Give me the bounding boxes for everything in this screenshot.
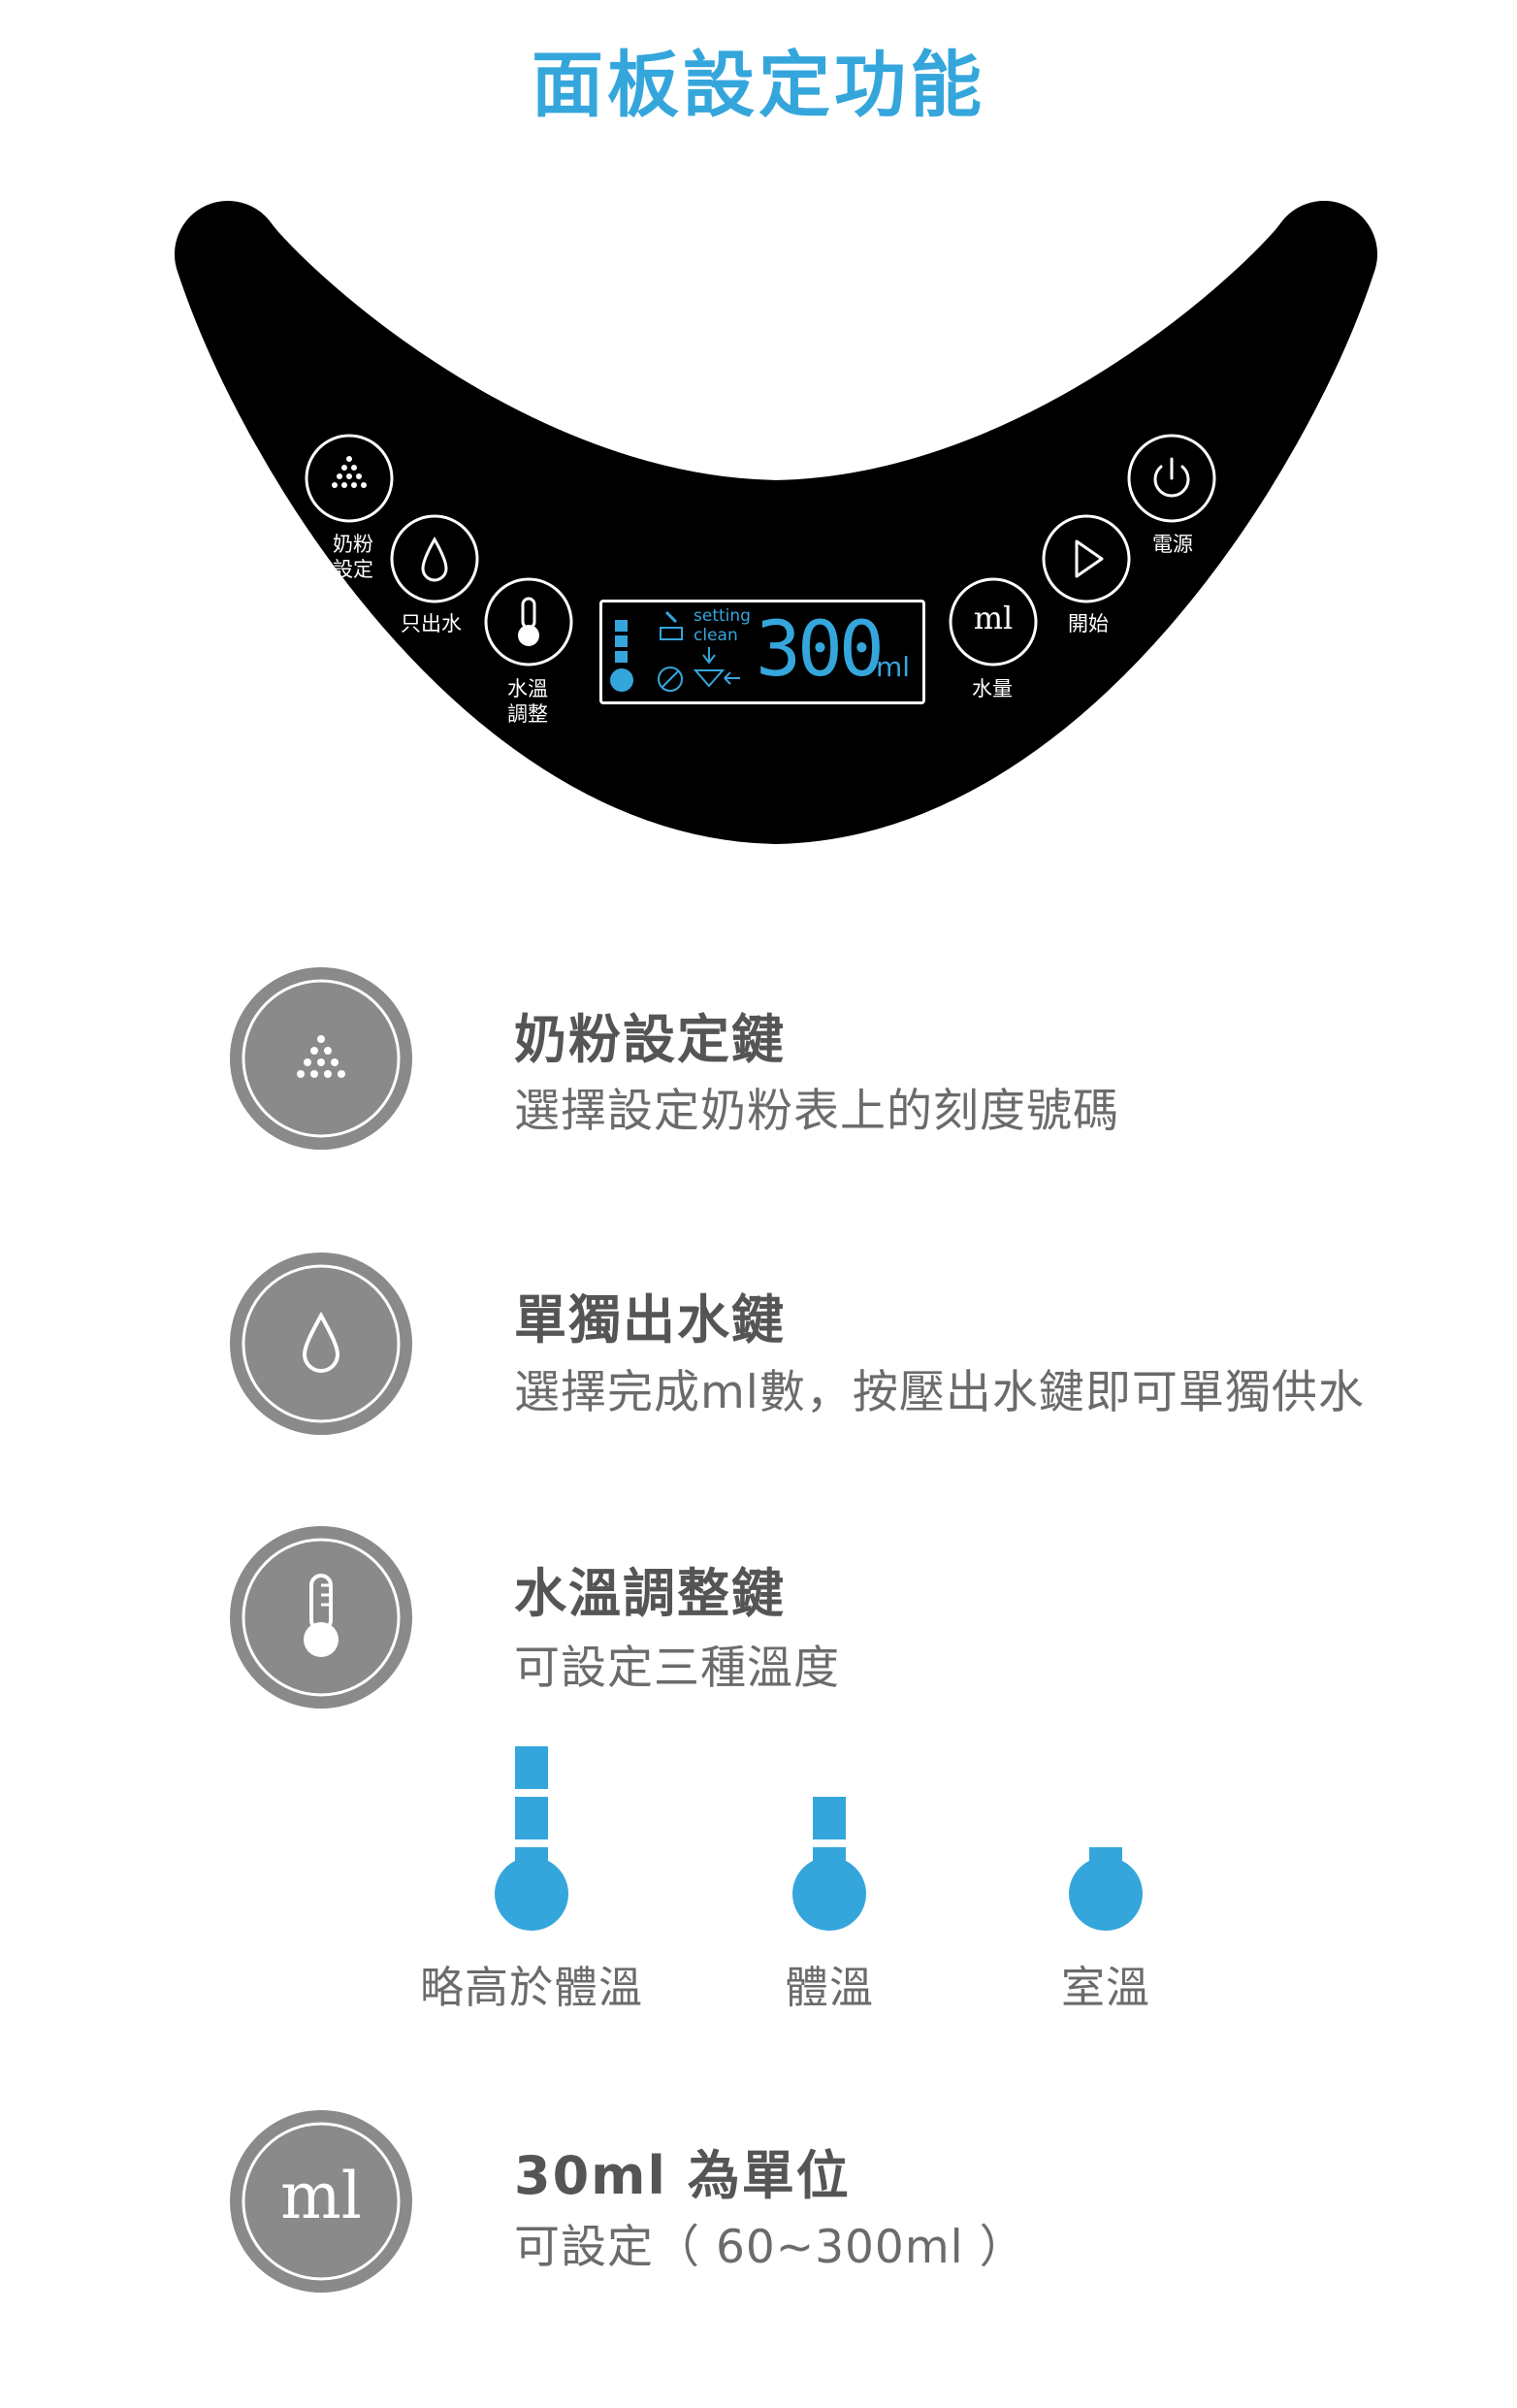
lcd-unit: ml — [876, 651, 911, 683]
page-title: 面板設定功能 — [532, 44, 985, 127]
thermometer-icon — [518, 597, 539, 646]
formula-feature-icon — [230, 967, 412, 1150]
feature-description: 可設定三種溫度 — [514, 1642, 840, 1695]
water-drop-icon — [302, 1311, 340, 1373]
lcd-setting-text: setting — [694, 606, 751, 626]
water-drop-icon — [421, 536, 448, 582]
power-label: 電源 — [1152, 533, 1193, 556]
ml-feature-icon — [230, 2110, 412, 2293]
feature-heading: 水溫調整鍵 — [514, 1563, 786, 1624]
feature-description: 可設定（ 60~300ml ） — [514, 2221, 1026, 2274]
lcd-display: setting clean 300 ml — [599, 600, 925, 704]
temp-level-high — [495, 1746, 568, 1931]
ml-button[interactable] — [947, 575, 1040, 668]
feature-description: 選擇完成ml數，按壓出水鍵即可單獨供水 — [514, 1366, 1365, 1419]
feature-heading: 奶粉設定鍵 — [514, 1009, 786, 1070]
ml-button-glyph: ml — [973, 600, 1014, 636]
water-only-label: 只出水 — [401, 612, 462, 635]
temperature-label: 水溫 調整 — [507, 677, 548, 726]
play-icon — [1075, 539, 1104, 578]
formula-dots-icon — [297, 1035, 345, 1078]
thermometer-icon — [304, 1574, 339, 1657]
water-only-button[interactable] — [388, 512, 481, 605]
temp-label-room: 室溫 — [1060, 1962, 1150, 2013]
temp-label-high: 略高於體溫 — [419, 1962, 643, 2013]
feature-description: 選擇設定奶粉表上的刻度號碼 — [514, 1085, 1119, 1138]
temperature-button[interactable] — [482, 575, 575, 668]
formula-dots-icon — [332, 456, 367, 488]
lcd-icons — [610, 610, 740, 692]
lcd-clean-text: clean — [694, 626, 738, 645]
temperature-levels — [495, 1746, 1143, 1931]
lcd-value: 300 — [756, 606, 885, 694]
temp-level-room — [1069, 1847, 1143, 1931]
ml-icon: ml — [280, 2159, 362, 2233]
ml-label: 水量 — [972, 677, 1013, 700]
panel-line-2: 顯示選擇功能和警示 — [514, 321, 1003, 382]
power-icon — [1153, 457, 1190, 498]
formula-label: 奶粉 設定 — [333, 533, 373, 581]
formula-button[interactable] — [303, 432, 396, 525]
panel-shape — [175, 201, 1377, 844]
temp-label-body: 體溫 — [784, 1962, 874, 2013]
power-button[interactable] — [1125, 432, 1218, 525]
water-feature-icon — [230, 1253, 412, 1435]
thermometer-feature-icon — [230, 1526, 412, 1708]
start-button[interactable] — [1040, 512, 1133, 605]
temp-level-body — [792, 1797, 866, 1931]
feature-heading: 單獨出水鍵 — [514, 1289, 786, 1350]
panel-line-1: 數位面板顯示 — [596, 252, 921, 313]
feature-heading: 30ml 為單位 — [514, 2145, 851, 2206]
start-label: 開始 — [1068, 612, 1109, 635]
